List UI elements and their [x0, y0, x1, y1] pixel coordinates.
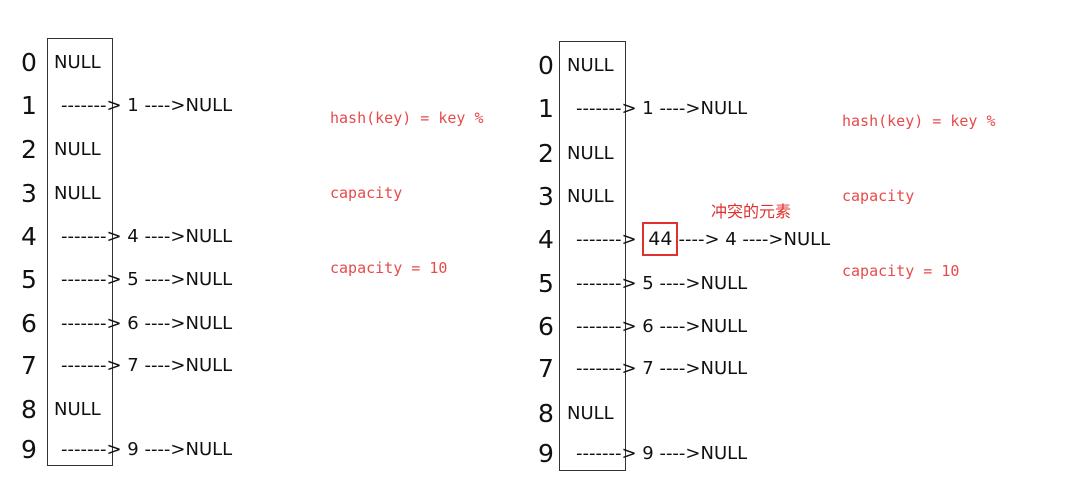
- chain: -------> 5 ---->NULL: [576, 273, 748, 294]
- chain: -------> 7 ---->NULL: [61, 355, 233, 376]
- null-cell: NULL: [54, 139, 101, 160]
- left-row-7: 7 -------> 7 ---->NULL: [0, 346, 500, 386]
- right-row-8: 8 NULL: [514, 394, 1014, 434]
- null-cell: NULL: [567, 186, 614, 207]
- left-row-4: 4 -------> 4 ---->NULL: [0, 217, 500, 257]
- row-index: 7: [21, 351, 37, 380]
- chain: -------> 1 ---->NULL: [576, 98, 748, 119]
- row-index: 9: [21, 435, 37, 464]
- right-bucket-array: [559, 41, 626, 471]
- right-hash-table-panel: 0 NULL 1 -------> 1 ---->NULL 2 NULL 3 N…: [514, 0, 1068, 496]
- formula-line: capacity = 10: [330, 259, 448, 277]
- left-bucket-array: [47, 38, 113, 466]
- right-row-1: 1 -------> 1 ---->NULL: [514, 89, 1014, 129]
- chain: -------> 5 ---->NULL: [61, 269, 233, 290]
- right-row-9: 9 -------> 9 ---->NULL: [514, 434, 1014, 474]
- null-cell: NULL: [567, 143, 614, 164]
- right-row-7: 7 -------> 7 ---->NULL: [514, 349, 1014, 389]
- right-row-4: 4 -------> 44----> 4 ---->NULL: [514, 220, 1014, 260]
- formula-line: hash(key) = key %: [330, 109, 484, 127]
- row-index: 4: [538, 225, 554, 254]
- formula-line: capacity = 10: [842, 262, 960, 280]
- right-row-2: 2 NULL: [514, 134, 1014, 174]
- row-index: 4: [21, 222, 37, 251]
- chain: -------> 9 ---->NULL: [576, 443, 748, 464]
- row-index: 5: [21, 265, 37, 294]
- left-row-2: 2 NULL: [0, 130, 500, 170]
- chain: -------> 6 ---->NULL: [576, 316, 748, 337]
- row-index: 8: [21, 395, 37, 424]
- conflict-chain: -------> 44----> 4 ---->NULL: [576, 220, 830, 260]
- right-hash-formula: hash(key) = key % capacity capacity = 10: [842, 59, 996, 334]
- row-index: 0: [21, 48, 37, 77]
- row-index: 1: [538, 94, 554, 123]
- chain: -------> 4 ---->NULL: [61, 226, 233, 247]
- null-cell: NULL: [567, 403, 614, 424]
- formula-line: capacity: [842, 187, 915, 205]
- row-index: 1: [21, 91, 37, 120]
- left-row-5: 5 -------> 5 ---->NULL: [0, 260, 500, 300]
- chain-prefix: ------->: [576, 229, 643, 250]
- row-index: 2: [538, 139, 554, 168]
- row-index: 8: [538, 399, 554, 428]
- conflict-element: 44: [642, 222, 679, 256]
- chain: -------> 1 ---->NULL: [61, 95, 233, 116]
- null-cell: NULL: [54, 399, 101, 420]
- left-row-0: 0 NULL: [0, 43, 500, 83]
- row-index: 7: [538, 354, 554, 383]
- row-index: 6: [538, 312, 554, 341]
- null-cell: NULL: [54, 52, 101, 73]
- row-index: 6: [21, 309, 37, 338]
- right-row-5: 5 -------> 5 ---->NULL: [514, 264, 1014, 304]
- left-row-8: 8 NULL: [0, 390, 500, 430]
- formula-line: capacity: [330, 184, 403, 202]
- right-row-0: 0 NULL: [514, 46, 1014, 86]
- row-index: 2: [21, 135, 37, 164]
- left-row-6: 6 -------> 6 ---->NULL: [0, 304, 500, 344]
- row-index: 3: [21, 179, 37, 208]
- left-row-3: 3 NULL: [0, 174, 500, 214]
- chain: -------> 9 ---->NULL: [61, 439, 233, 460]
- left-row-1: 1 -------> 1 ---->NULL: [0, 86, 500, 126]
- row-index: 0: [538, 51, 554, 80]
- row-index: 9: [538, 439, 554, 468]
- null-cell: NULL: [54, 183, 101, 204]
- conflict-label: 冲突的元素: [711, 202, 792, 221]
- right-row-3: 3 NULL: [514, 177, 1014, 217]
- chain: -------> 6 ---->NULL: [61, 313, 233, 334]
- formula-line: hash(key) = key %: [842, 112, 996, 130]
- left-row-9: 9 -------> 9 ---->NULL: [0, 430, 500, 470]
- null-cell: NULL: [567, 55, 614, 76]
- row-index: 3: [538, 182, 554, 211]
- chain: -------> 7 ---->NULL: [576, 358, 748, 379]
- left-hash-table-panel: 0 NULL 1 -------> 1 ---->NULL 2 NULL 3 N…: [0, 0, 520, 496]
- row-index: 5: [538, 269, 554, 298]
- chain-suffix: ----> 4 ---->NULL: [678, 229, 831, 250]
- left-hash-formula: hash(key) = key % capacity capacity = 10: [330, 56, 484, 331]
- right-row-6: 6 -------> 6 ---->NULL: [514, 307, 1014, 347]
